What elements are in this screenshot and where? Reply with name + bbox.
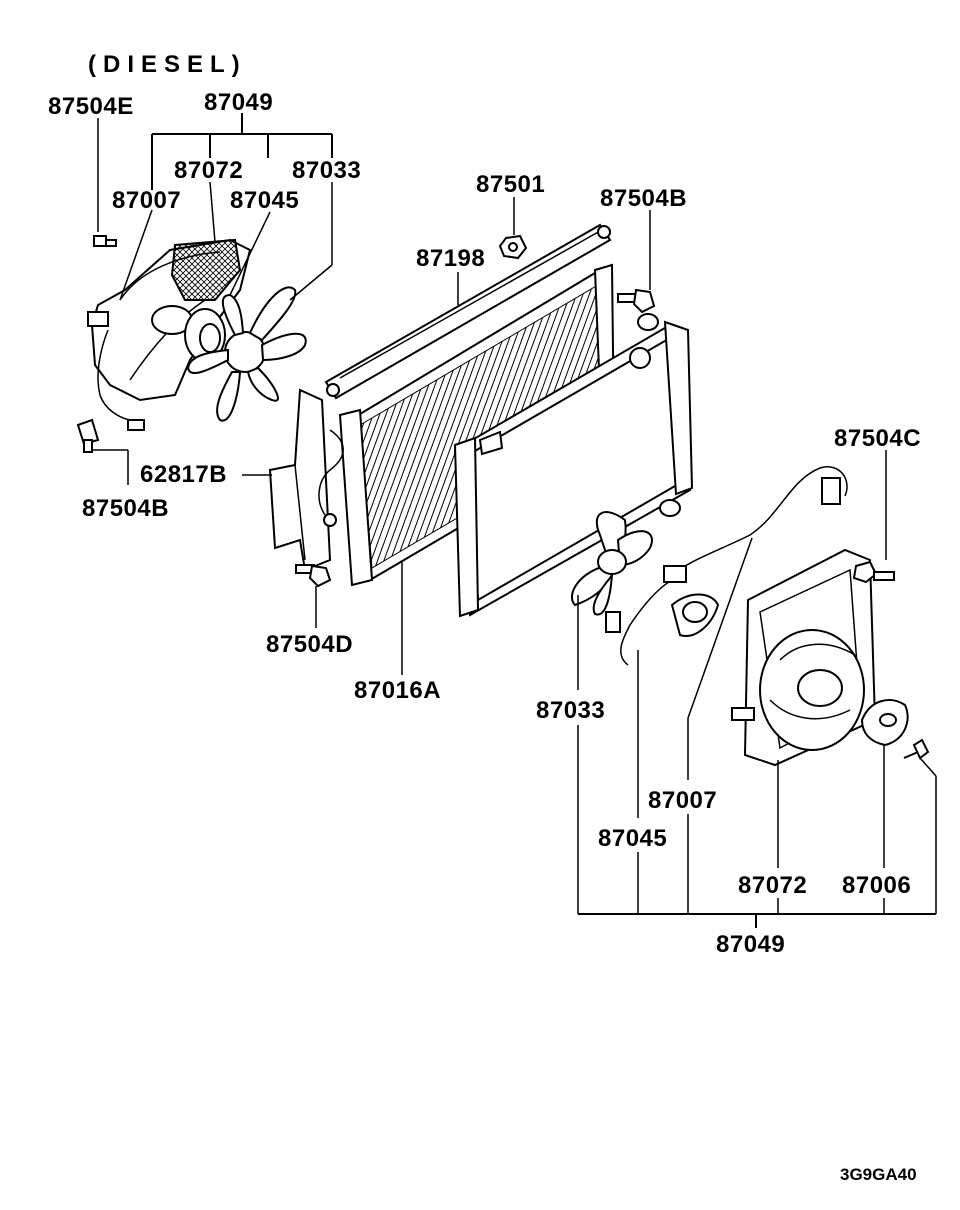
label-87033-bottom: 87033 [536,697,605,724]
label-87007-bottom: 87007 [648,787,717,814]
label-87501: 87501 [476,171,545,198]
bolt-87504D [295,564,332,588]
diesel-heading: (DIESEL) [88,51,247,78]
label-87504C: 87504C [834,425,921,452]
label-87504B-left: 87504B [82,495,169,522]
label-87045-top: 87045 [230,187,299,214]
cover-87006 [860,699,930,760]
leader-lines [92,113,937,928]
label-87072-top: 87072 [174,157,243,184]
left-fan-assembly [76,235,307,453]
radiator [453,320,694,618]
top-bracket-87198 [324,223,612,400]
label-87007-top: 87007 [112,187,181,214]
diagram-code: 3G9GA40 [840,1165,917,1184]
label-62817B: 62817B [140,461,227,488]
label-87045-bottom: 87045 [598,825,667,852]
bolt-87504B-top [617,288,659,331]
nut-87501 [498,234,528,260]
label-87504E: 87504E [48,93,134,120]
label-87033-top: 87033 [292,157,361,184]
label-87504D: 87504D [266,631,353,658]
bolt-87504C [852,560,895,584]
label-87016A: 87016A [354,677,441,704]
label-87072-bottom: 87072 [738,872,807,899]
label-87504B-top: 87504B [600,185,687,212]
right-shroud-87072 [731,548,877,767]
condenser-87016A [268,263,616,587]
part-labels: 87504E 87049 87072 87033 87007 87045 875… [48,89,921,958]
right-fan-assembly [570,466,848,666]
label-87006: 87006 [842,872,911,899]
label-87049-bottom: 87049 [716,931,785,958]
label-87198: 87198 [416,245,485,272]
label-87049-top: 87049 [204,89,273,116]
